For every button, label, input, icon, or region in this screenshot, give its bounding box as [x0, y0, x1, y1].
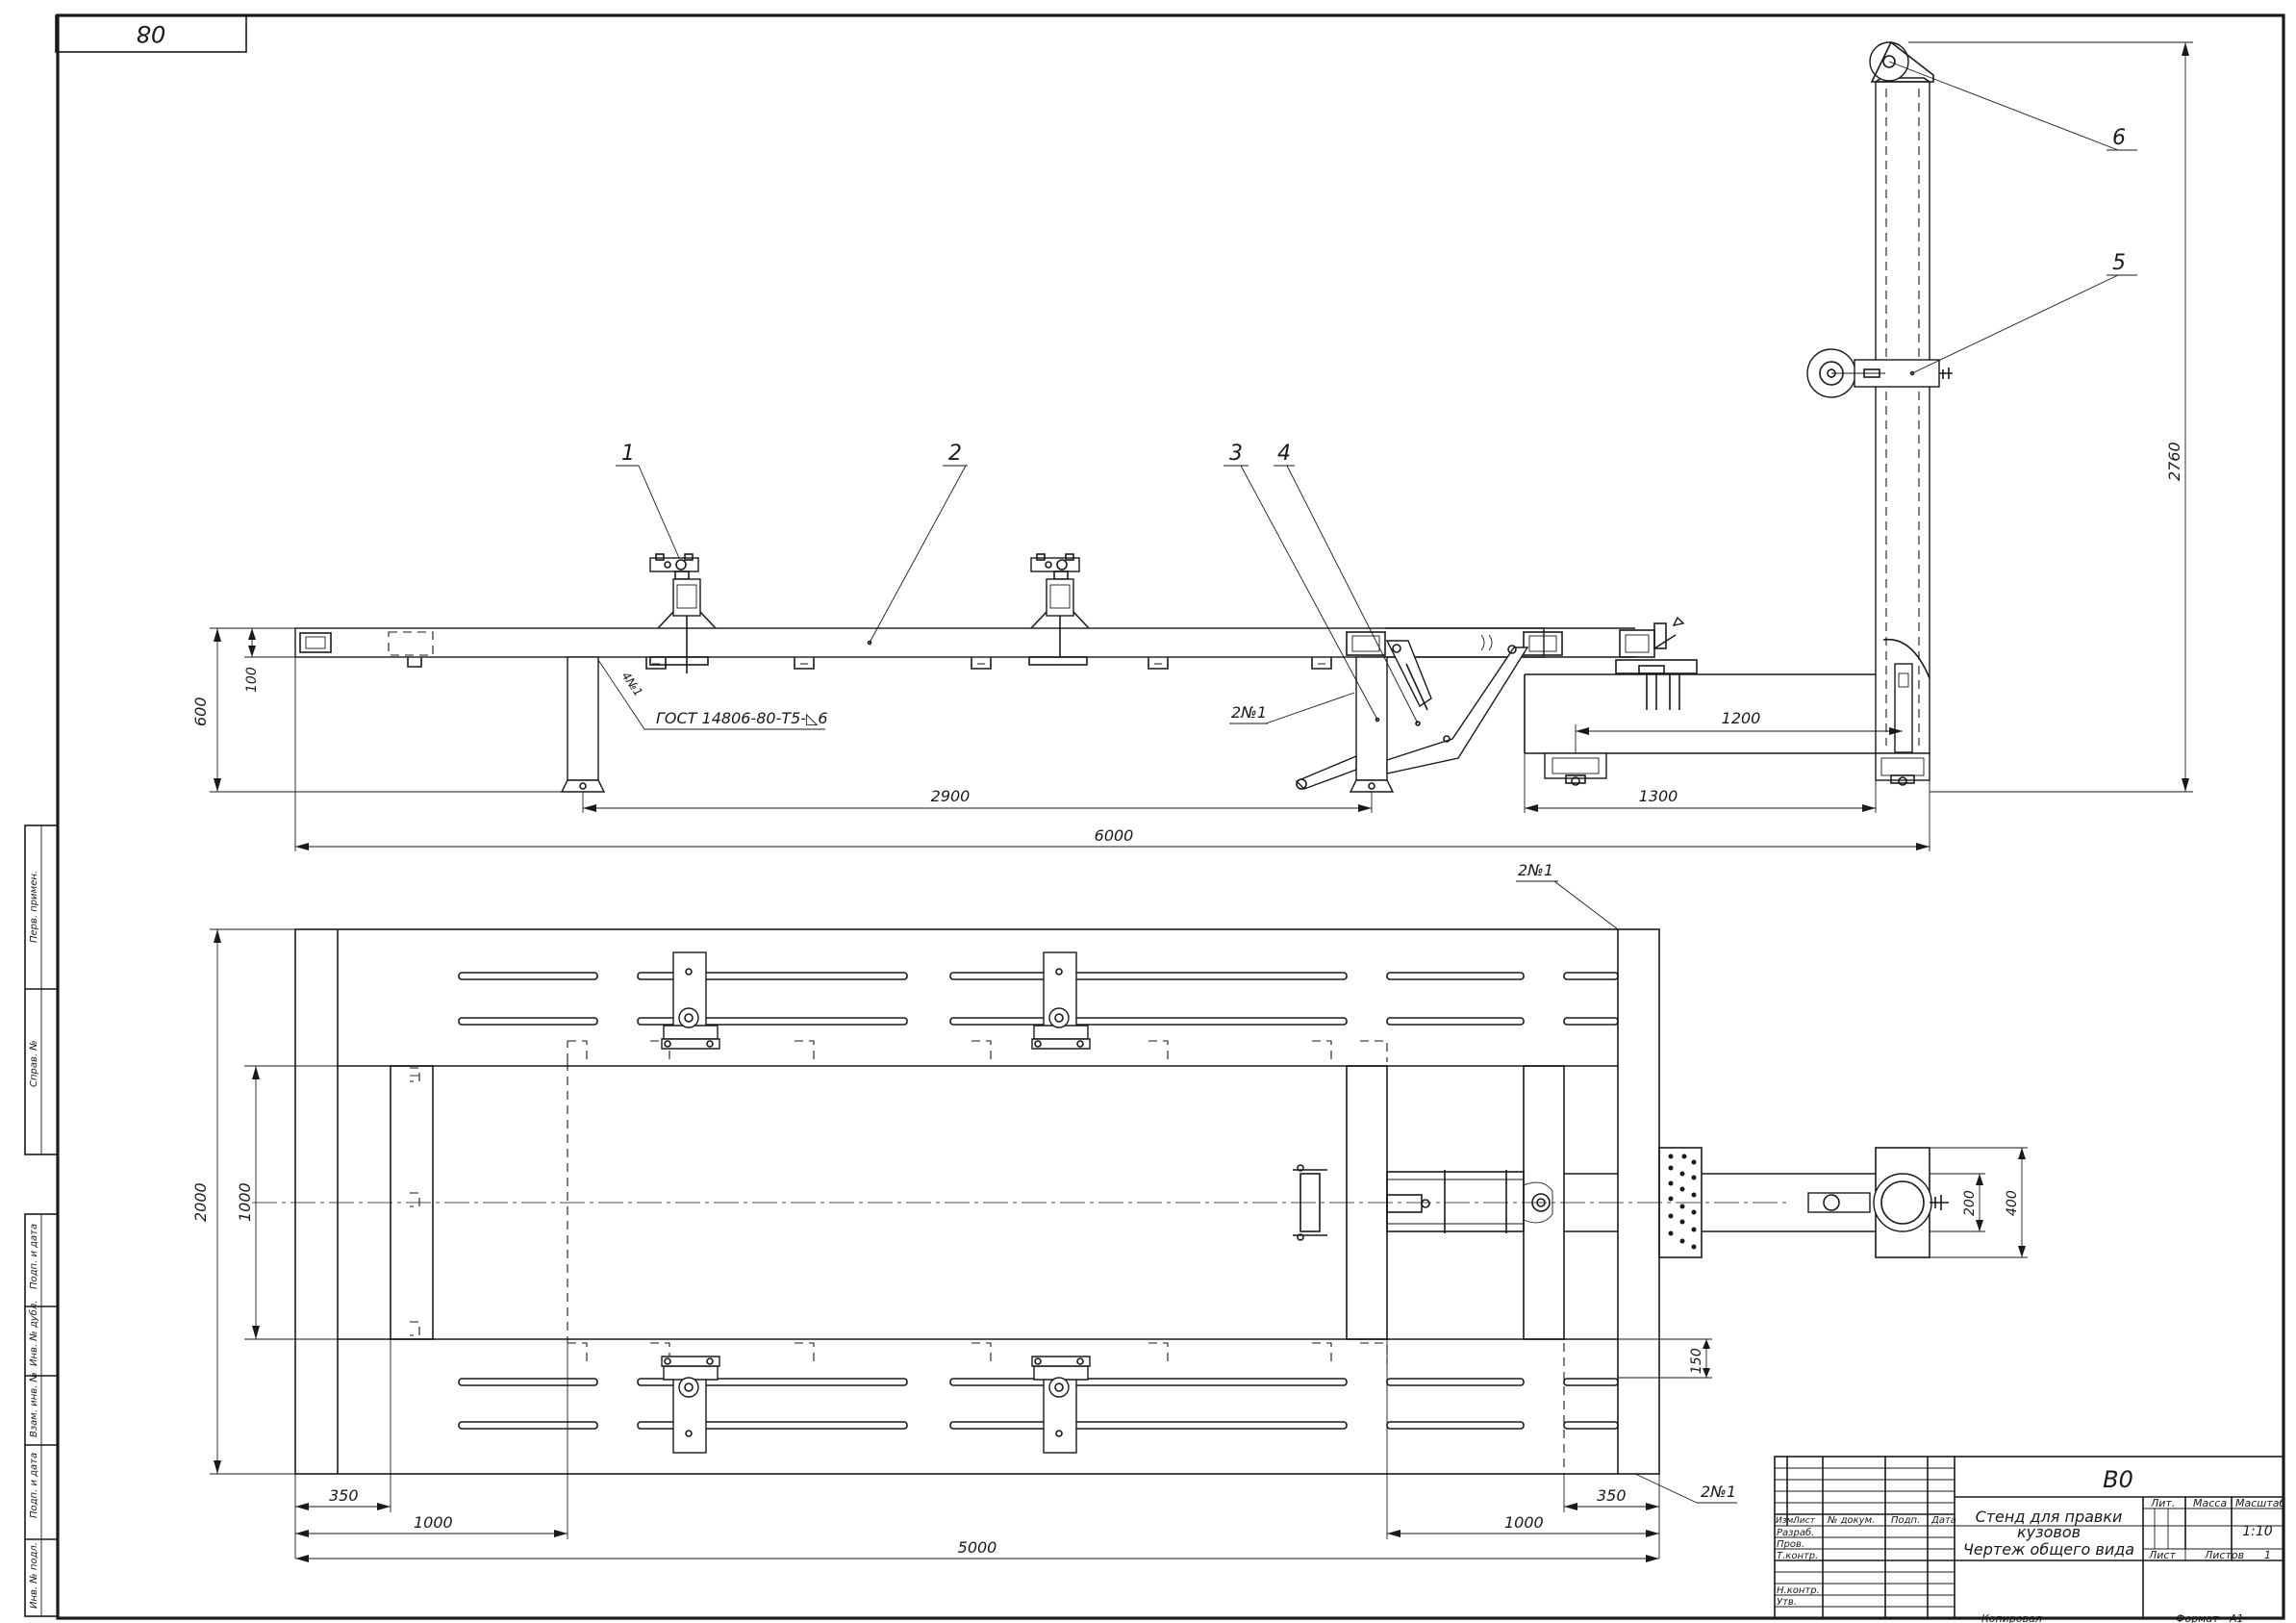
- mass-label: Масса: [2193, 1497, 2227, 1509]
- callouts: 1 2 3 4 5 6: [616, 61, 2137, 724]
- weld-mark-4: 2№1: [1701, 1483, 1736, 1501]
- callout-3: 3: [1229, 442, 1243, 466]
- title-line-1: Стенд для правки: [1976, 1508, 2123, 1526]
- callout-1: 1: [621, 442, 635, 466]
- callout-2: 2: [948, 442, 962, 466]
- format-label: Формат: [2176, 1612, 2219, 1623]
- rail-hooks: [407, 657, 1332, 670]
- format-value: А1: [2229, 1612, 2244, 1623]
- front-dimensions: 600 100 2900 6000 1200: [191, 41, 2193, 851]
- clamp-stand-2: [1028, 553, 1090, 666]
- plan-arm: [1564, 1147, 1949, 1258]
- plan-stands: [661, 951, 1091, 1454]
- front-view: 600 100 2900 6000 1200: [191, 40, 2193, 851]
- right-base-frame: [1524, 616, 1876, 786]
- col-izm: Изм.: [1776, 1516, 1796, 1526]
- dim-plan-150: 150: [1689, 1348, 1704, 1374]
- dim-plan-5000: 5000: [958, 1538, 997, 1557]
- col-list: Лист: [1792, 1516, 1816, 1526]
- right-leg: [1355, 656, 1388, 781]
- left-leg: [567, 656, 599, 781]
- dim-plan-1000-right: 1000: [1504, 1513, 1544, 1532]
- scale-label: Масштаб: [2235, 1497, 2285, 1509]
- dim-front-1200: 1200: [1722, 709, 1761, 727]
- col-date: Дата: [1930, 1515, 1956, 1526]
- dim-front-2760: 2760: [2165, 442, 2183, 481]
- stamp-label-2: Подп. и дата: [29, 1224, 39, 1289]
- vertical-mast: [1806, 40, 1953, 786]
- lever-arm: [1295, 640, 1529, 790]
- dim-plan-1000v: 1000: [236, 1182, 254, 1222]
- callout-4: 4: [1277, 442, 1291, 466]
- stamp-label-6: Инв. № подл.: [29, 1542, 39, 1609]
- plan-slots-bottom: [458, 1378, 1619, 1430]
- row-tkontr: Т.контр.: [1777, 1551, 1818, 1561]
- weld-notes: ГОСТ 14806-80-Т5-◺6 4№1 2№1: [597, 659, 1355, 730]
- dim-front-2900: 2900: [931, 787, 971, 805]
- weld-mark-2: 2№1: [1231, 703, 1267, 722]
- sheet-label: Лист: [2148, 1549, 2176, 1561]
- weld-mark-1: 4№1: [619, 670, 645, 699]
- col-doc: № докум.: [1827, 1515, 1875, 1526]
- weld-mark-3: 2№1: [1518, 861, 1553, 879]
- row-razrab: Разраб.: [1777, 1527, 1814, 1538]
- title-line-2: кузовов: [2017, 1523, 2081, 1541]
- dim-plan-200: 200: [1962, 1190, 1978, 1216]
- title-block: В0 Стенд для правки кузовов Чертеж общег…: [1774, 1456, 2285, 1623]
- dim-front-600: 600: [191, 697, 210, 726]
- stamp-label-0: Перв. примен.: [29, 871, 39, 943]
- dim-plan-1000-left: 1000: [414, 1513, 453, 1532]
- plan-view: 2000 1000 350 1000 1000: [191, 861, 2028, 1562]
- row-nkontr: Н.контр.: [1777, 1585, 1820, 1596]
- row-prov: Пров.: [1777, 1539, 1804, 1550]
- plan-lever: [1293, 1164, 1553, 1241]
- callout-5: 5: [2112, 251, 2126, 275]
- dim-plan-2000: 2000: [191, 1182, 210, 1222]
- weld-standard: ГОСТ 14806-80-Т5-◺6: [656, 709, 828, 727]
- dim-plan-350-left: 350: [329, 1486, 359, 1505]
- clamp-stand-1: [649, 553, 717, 673]
- lit-label: Лит.: [2150, 1497, 2175, 1509]
- dim-front-100: 100: [244, 667, 260, 693]
- plan-outer-frame: [294, 928, 1660, 1475]
- plan-weld-notes: 2№1 2№1: [1516, 861, 1737, 1504]
- sheet-frame: 08: [55, 13, 2285, 1620]
- stamp-label-3: Инв. № дубл.: [28, 1301, 39, 1366]
- row-utv: Утв.: [1777, 1597, 1797, 1608]
- dim-front-6000: 6000: [1095, 826, 1134, 845]
- dim-plan-350-right: 350: [1597, 1486, 1627, 1505]
- corner-code: 08: [137, 20, 166, 47]
- stamp-label-4: Взам. инв. №: [29, 1372, 39, 1437]
- col-sign: Подп.: [1891, 1515, 1920, 1526]
- side-stamp: Перв. примен. Справ. № Подп. и дата Инв.…: [24, 824, 59, 1617]
- callout-6: 6: [2112, 126, 2126, 150]
- title-doc-code: В0: [2103, 1466, 2133, 1493]
- stamp-label-1: Справ. №: [29, 1040, 39, 1087]
- dim-plan-400: 400: [2005, 1190, 2020, 1216]
- plan-slots-top: [458, 972, 1619, 1026]
- copied-label: Копировал: [1981, 1612, 2042, 1623]
- stamp-label-5: Подп. и дата: [29, 1453, 39, 1518]
- sheet-no: 1: [2264, 1549, 2271, 1561]
- title-line-3: Чертеж общего вида: [1963, 1540, 2134, 1559]
- sheets-label: Листов: [2204, 1549, 2244, 1561]
- dim-front-1300: 1300: [1639, 787, 1678, 805]
- plan-dimensions: 2000 1000 350 1000 1000: [191, 928, 2028, 1562]
- scale-value: 1:10: [2242, 1524, 2273, 1539]
